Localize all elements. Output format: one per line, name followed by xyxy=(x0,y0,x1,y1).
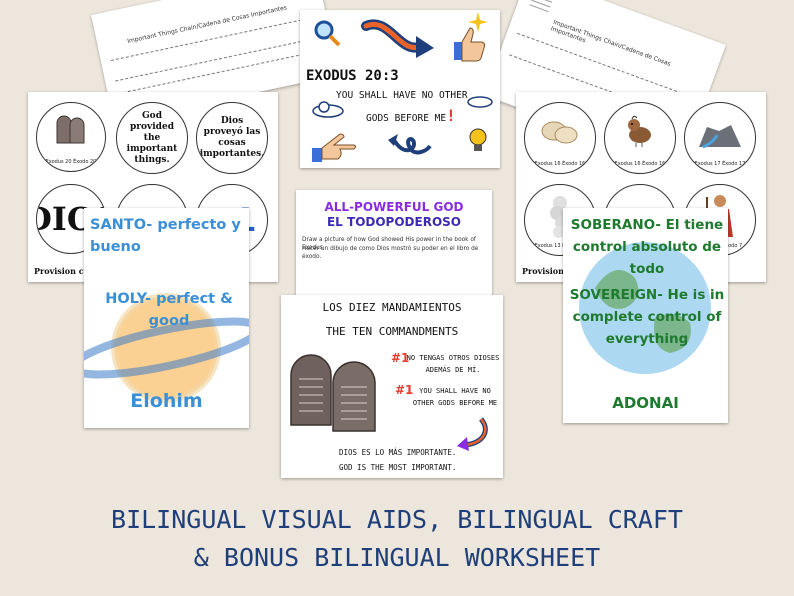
magnifier-icon xyxy=(314,20,341,47)
powerful-title-en: ALL-POWERFUL GOD xyxy=(324,200,464,214)
verse-line-1: YOU SHALL HAVE NO OTHER xyxy=(336,90,468,101)
closing-es: DIOS ES LO MÁS IMPORTANTE. xyxy=(339,448,457,457)
all-powerful-card: ALL-POWERFUL GOD EL TODOPODEROSO Draw a … xyxy=(296,190,492,300)
caption-line-2: & BONUS BILINGUAL WORKSHEET xyxy=(193,543,601,572)
holy-english-text: HOLY- perfect & good xyxy=(105,291,233,329)
cloud-icon xyxy=(312,101,344,118)
earth-icon xyxy=(579,242,711,374)
sparkle-icon xyxy=(468,12,488,32)
curly-arrow-icon xyxy=(388,134,432,155)
circle-text-en: God provided the important things. xyxy=(126,110,178,165)
circle-rock-water: Exodus 17 Éxodo 17 xyxy=(684,102,756,174)
quail-icon xyxy=(628,115,651,147)
arrow-icon xyxy=(361,19,434,58)
circle-text-es: Dios proveyó las cosas importantes. xyxy=(199,116,265,159)
sovereign-name: ADONAI xyxy=(612,394,679,412)
circle-rim-text: Exodus 20 Éxodo 20 xyxy=(45,159,97,165)
commandments-title-es: LOS DIEZ MANDAMIENTOS xyxy=(322,301,462,314)
sovereign-card: SOBERANO- El tiene control absoluto de t… xyxy=(563,208,728,423)
pointing-hand-icon xyxy=(312,133,356,162)
circle-rim-text: Exodus 13 Éxodo 13 xyxy=(534,243,586,249)
caption-line-1: BILINGUAL VISUAL AIDS, BILINGUAL CRAFT xyxy=(111,505,683,534)
verse-exclamation: ! xyxy=(446,106,456,125)
commandment-number-en: #1 xyxy=(395,383,414,397)
circle-rim-text: Exodus 17 Éxodo 17 xyxy=(694,161,746,167)
powerful-title-es: EL TODOPODEROSO xyxy=(326,215,461,229)
stone-tablets-icon xyxy=(290,354,376,432)
planet-icon xyxy=(84,293,249,403)
commandments-card: LOS DIEZ MANDAMIENTOS THE TEN COMMANDMEN… xyxy=(281,295,503,478)
lightbulb-icon xyxy=(469,128,487,151)
curved-arrow-icon xyxy=(457,417,488,451)
rock-water-icon xyxy=(699,125,741,149)
cloud-pillar-icon xyxy=(550,196,569,238)
powerful-instruction-es: Hacer un dibujo de como Dios mostró su p… xyxy=(302,246,479,260)
holy-spanish-text: SANTO- perfecto y bueno xyxy=(90,217,241,255)
cloud-icon xyxy=(467,96,493,108)
powerful-instruction-en: Draw a picture of how God showed His pow… xyxy=(302,237,476,251)
circle-rim-text: Exodus 16 Éxodo 16 xyxy=(534,161,586,167)
exodus-verse-card: EXODUS 20:3 YOU SHALL HAVE NO OTHER GODS… xyxy=(300,10,500,168)
stone-tablets-icon xyxy=(56,115,85,144)
verse-line-2-text: GODS BEFORE ME xyxy=(366,113,447,124)
sheet-footer-right: Provision xyxy=(522,266,564,276)
holy-name: Elohim xyxy=(130,390,203,412)
circle-tablets: Exodus 20 Éxodo 20 xyxy=(36,102,106,172)
circle-quail: Exodus 16 Éxodo 16 xyxy=(604,102,676,174)
verse-line-2: GODS BEFORE ME! xyxy=(366,106,456,125)
circle-rim-text: Exodus 16 Éxodo 16 xyxy=(614,161,666,167)
commandment-number-es: #1 xyxy=(391,351,410,365)
closing-en: GOD IS THE MOST IMPORTANT. xyxy=(339,463,457,472)
thumbs-up-icon xyxy=(454,27,486,62)
circle-god-provided: God provided the important things. xyxy=(116,102,188,174)
commandment-es: NO TENGAS OTROS DIOSES ADEMÁS DE MÍ. xyxy=(406,354,500,374)
sovereign-english-text: SOVEREIGN- He is in complete control of … xyxy=(569,287,725,347)
holy-card: SANTO- perfecto y bueno HOLY- perfect & … xyxy=(84,208,249,428)
bread-icon xyxy=(541,121,578,144)
sheet-footer-left: Provision c xyxy=(34,266,84,276)
circle-manna: Exodus 16 Éxodo 16 xyxy=(524,102,596,174)
circle-cloud-pillar: Exodus 13 Éxodo 13 xyxy=(524,184,596,256)
verse-reference: EXODUS 20:3 xyxy=(306,68,399,84)
sovereign-spanish-text: SOBERANO- El tiene control absoluto de t… xyxy=(570,217,724,277)
circle-dios-proveyo: Dios proveyó las cosas importantes. xyxy=(196,102,268,174)
commandments-title-en: THE TEN COMMANDMENTS xyxy=(325,325,459,338)
commandment-en: YOU SHALL HAVE NO OTHER GODS BEFORE ME xyxy=(412,387,498,407)
